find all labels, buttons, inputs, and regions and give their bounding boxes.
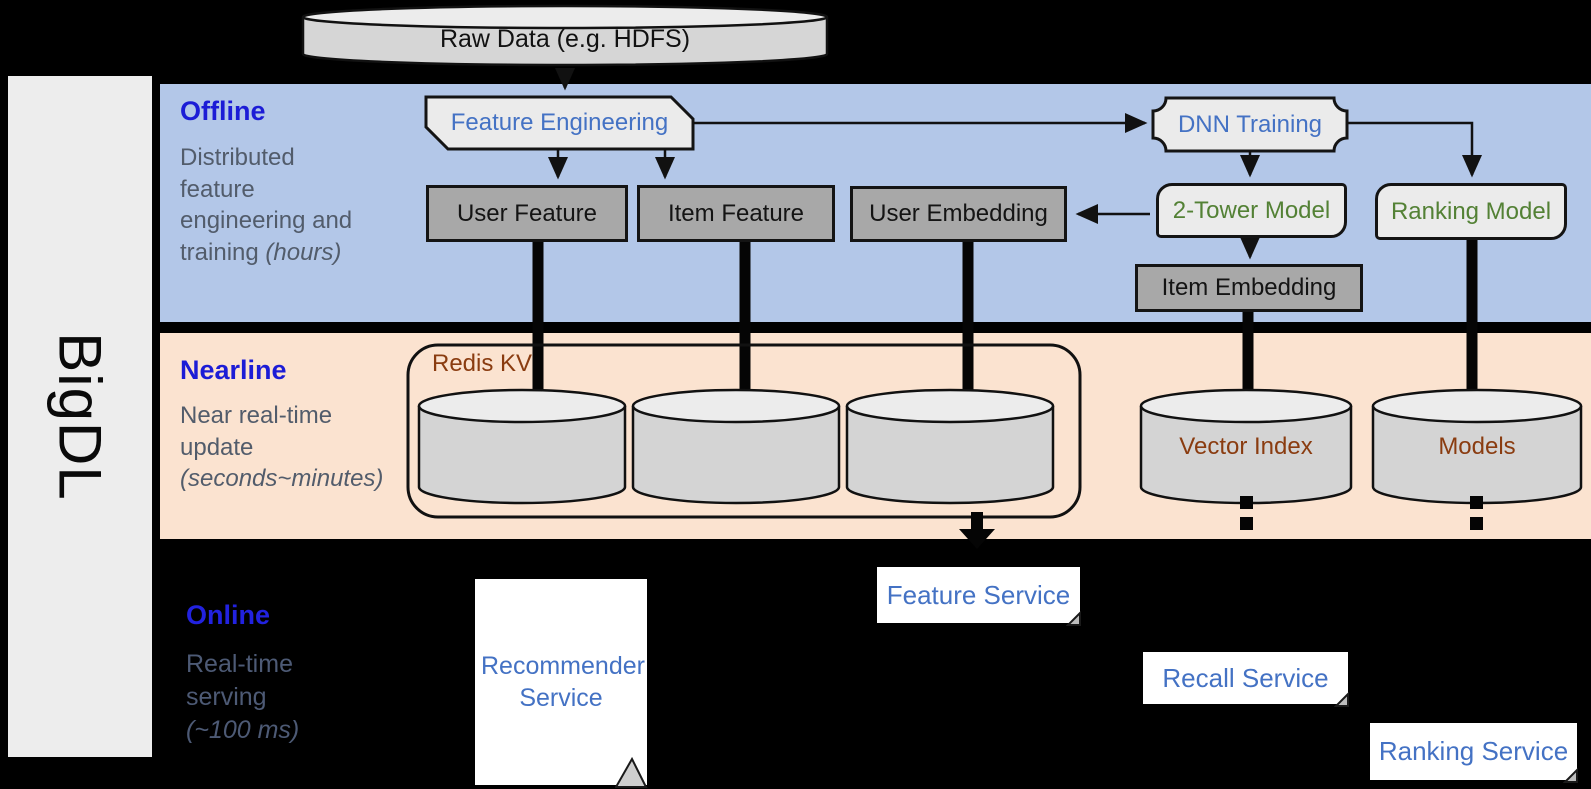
vector-index-label: Vector Index: [1179, 433, 1313, 460]
online-desc-text: Real-time serving: [186, 650, 293, 711]
online-section-title: Online: [186, 600, 271, 630]
recommender-service-doc: Recommender Service: [475, 579, 648, 788]
offline-desc-note: (hours): [265, 239, 342, 267]
feature-engineering-node: Feature Engineering: [450, 109, 669, 136]
nearline-desc-text: Near real-time update: [180, 402, 333, 461]
nearline-desc-note: (seconds~minutes): [180, 465, 384, 493]
redis-kv-label: Redis KV: [432, 350, 533, 377]
online-desc-note: (~100 ms): [186, 716, 300, 744]
page-fold-icon: [1563, 768, 1578, 783]
dnn-training-node: DNN Training: [1177, 110, 1323, 138]
nearline-section-desc: Near real-time update (seconds~minutes): [180, 400, 412, 495]
page-fold-icon: [1066, 611, 1081, 626]
user-feature-node: User Feature: [426, 185, 628, 242]
feature-service-label: Feature Service: [886, 579, 1071, 610]
bigdl-logo-text: BigDL: [46, 332, 114, 501]
page-fold-icon: [615, 757, 648, 788]
offline-section-title: Offline: [180, 96, 266, 126]
recall-service-label: Recall Service: [1162, 662, 1329, 693]
two-tower-model-node: 2-Tower Model: [1156, 183, 1347, 238]
recommender-service-label: Recommender Service: [481, 651, 645, 713]
raw-data-label: Raw Data (e.g. HDFS): [439, 24, 691, 53]
offline-desc-text: Distributed feature engineering and trai…: [180, 144, 353, 267]
user-embedding-node: User Embedding: [850, 186, 1067, 242]
item-feature-node: Item Feature: [637, 185, 835, 242]
offline-section-desc: Distributed feature engineering and trai…: [180, 142, 375, 269]
models-label: Models: [1438, 433, 1516, 460]
online-section-desc: Real-time serving (~100 ms): [186, 648, 316, 747]
ranking-service-box: Ranking Service: [1370, 723, 1578, 783]
recall-service-box: Recall Service: [1143, 652, 1349, 707]
ranking-model-node: Ranking Model: [1375, 183, 1567, 240]
bigdl-sidebar: BigDL: [8, 76, 152, 757]
nearline-section-title: Nearline: [180, 355, 287, 385]
ranking-service-label: Ranking Service: [1378, 736, 1569, 766]
item-embedding-node: Item Embedding: [1135, 264, 1363, 312]
page-fold-icon: [1334, 692, 1349, 707]
feature-service-box: Feature Service: [877, 567, 1081, 626]
